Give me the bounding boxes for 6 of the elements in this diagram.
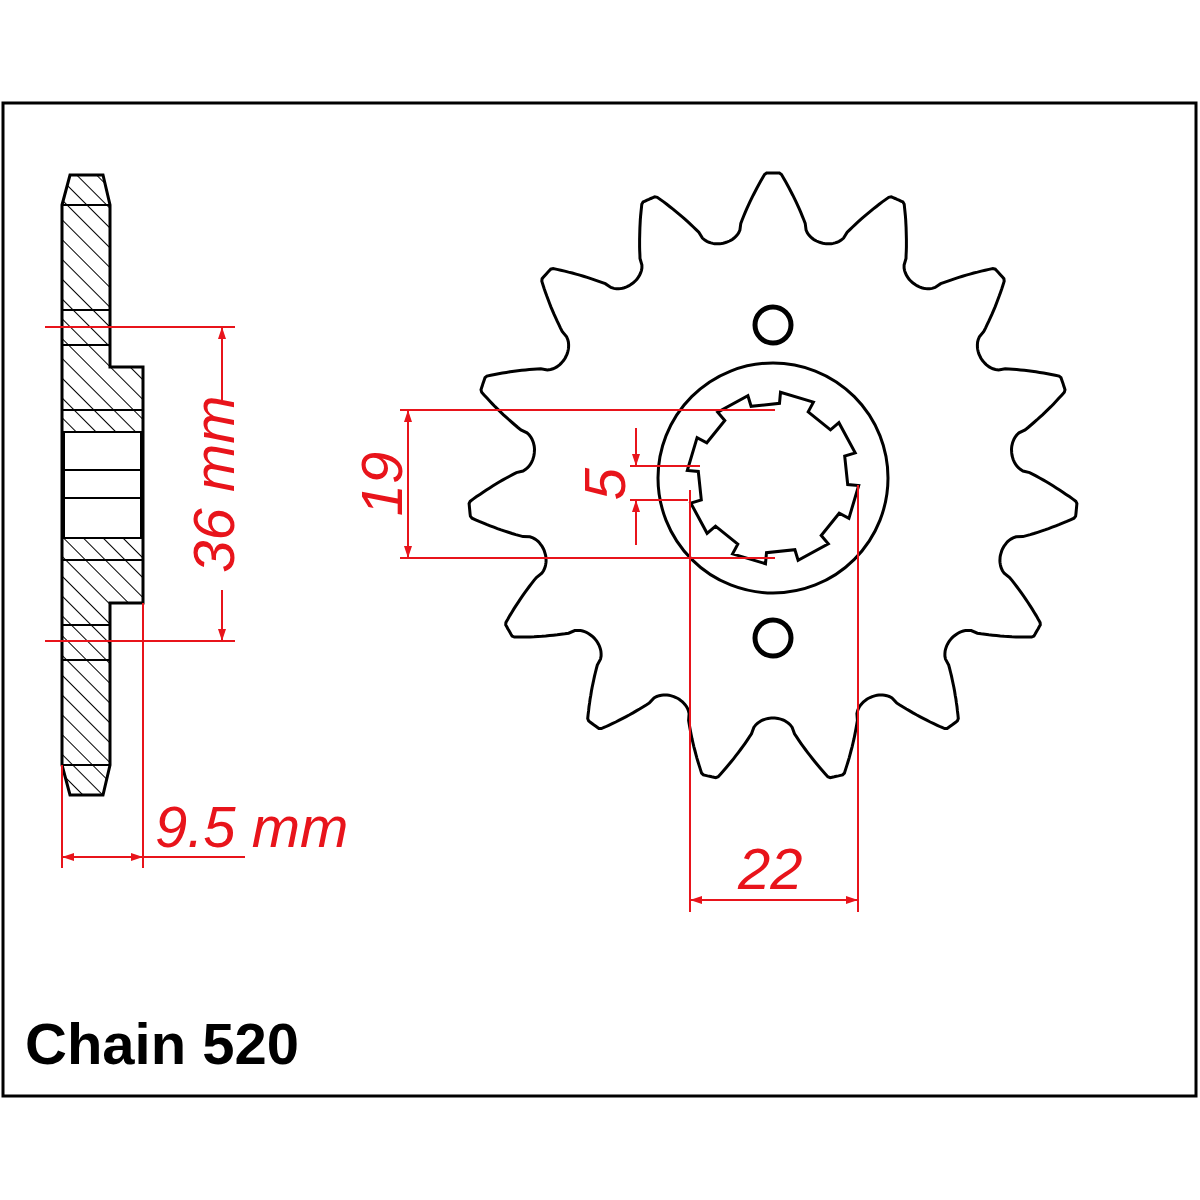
dimension-label: 19 (352, 451, 411, 517)
dimension-label: 22 (738, 840, 803, 898)
dimension-label: 9.5 mm (155, 798, 349, 856)
chain-size-label: Chain 520 (25, 1015, 299, 1073)
dimension-label: 36 mm (184, 395, 243, 573)
dimension-label: 5 (576, 467, 635, 501)
